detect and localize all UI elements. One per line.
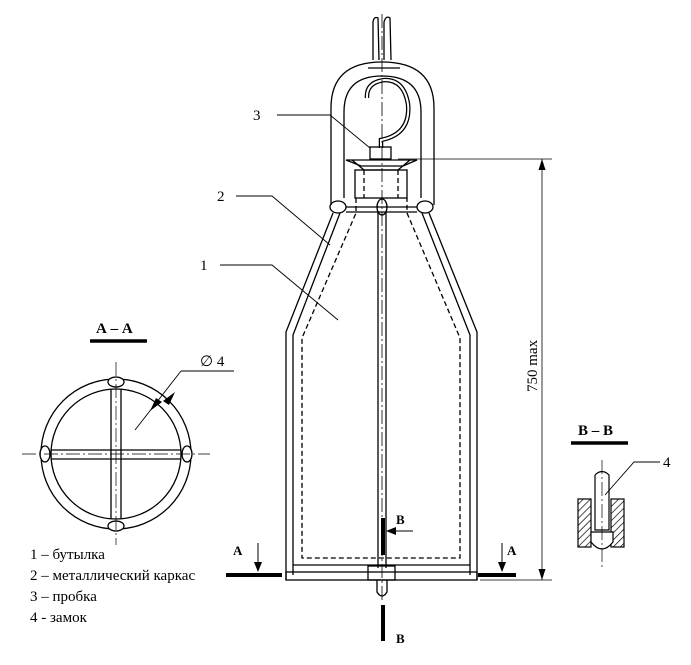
section-a-mark-left: А xyxy=(233,543,243,558)
legend-item-lock: 4 - замок xyxy=(30,610,87,626)
section-a-mark-right: А xyxy=(507,543,517,558)
section-b-mark-bottom: В xyxy=(396,631,405,646)
diameter-label: ∅ 4 xyxy=(200,354,225,370)
callout-2: 2 xyxy=(217,189,225,205)
callout-leaders xyxy=(220,114,371,321)
height-dimension-label: 750 max xyxy=(525,339,541,392)
section-a-view xyxy=(22,362,210,545)
metal-frame xyxy=(285,212,478,581)
section-b-mark-top: В xyxy=(396,512,405,527)
callout-1: 1 xyxy=(200,258,208,274)
hanger-clip xyxy=(368,16,400,69)
legend-item-bottle: 1 – бутылка xyxy=(30,547,105,563)
parts-legend: 1 – бутылка 2 – металлический каркас 3 –… xyxy=(30,545,195,629)
callout-3: 3 xyxy=(253,108,261,124)
callout-4: 4 xyxy=(663,455,671,471)
legend-item-stopper: 3 – пробка xyxy=(30,589,97,605)
lock-leader xyxy=(604,461,660,496)
section-b-cut xyxy=(381,518,413,641)
bail-loop xyxy=(330,61,435,205)
main-view xyxy=(285,14,478,600)
center-rod xyxy=(377,212,387,568)
legend-item-frame: 2 – металлический каркас xyxy=(30,568,196,584)
section-a-cut xyxy=(226,543,516,577)
diameter-leader xyxy=(134,370,234,431)
bottle-outline xyxy=(301,170,461,559)
bottom-lock xyxy=(367,565,396,597)
stopper xyxy=(345,146,418,199)
frame-ring xyxy=(329,198,434,216)
section-b-view xyxy=(577,460,625,570)
stopper-hook xyxy=(364,77,411,148)
section-a-title: А – А xyxy=(96,321,133,337)
height-dimension xyxy=(398,158,552,581)
section-b-title: В – В xyxy=(578,423,613,439)
